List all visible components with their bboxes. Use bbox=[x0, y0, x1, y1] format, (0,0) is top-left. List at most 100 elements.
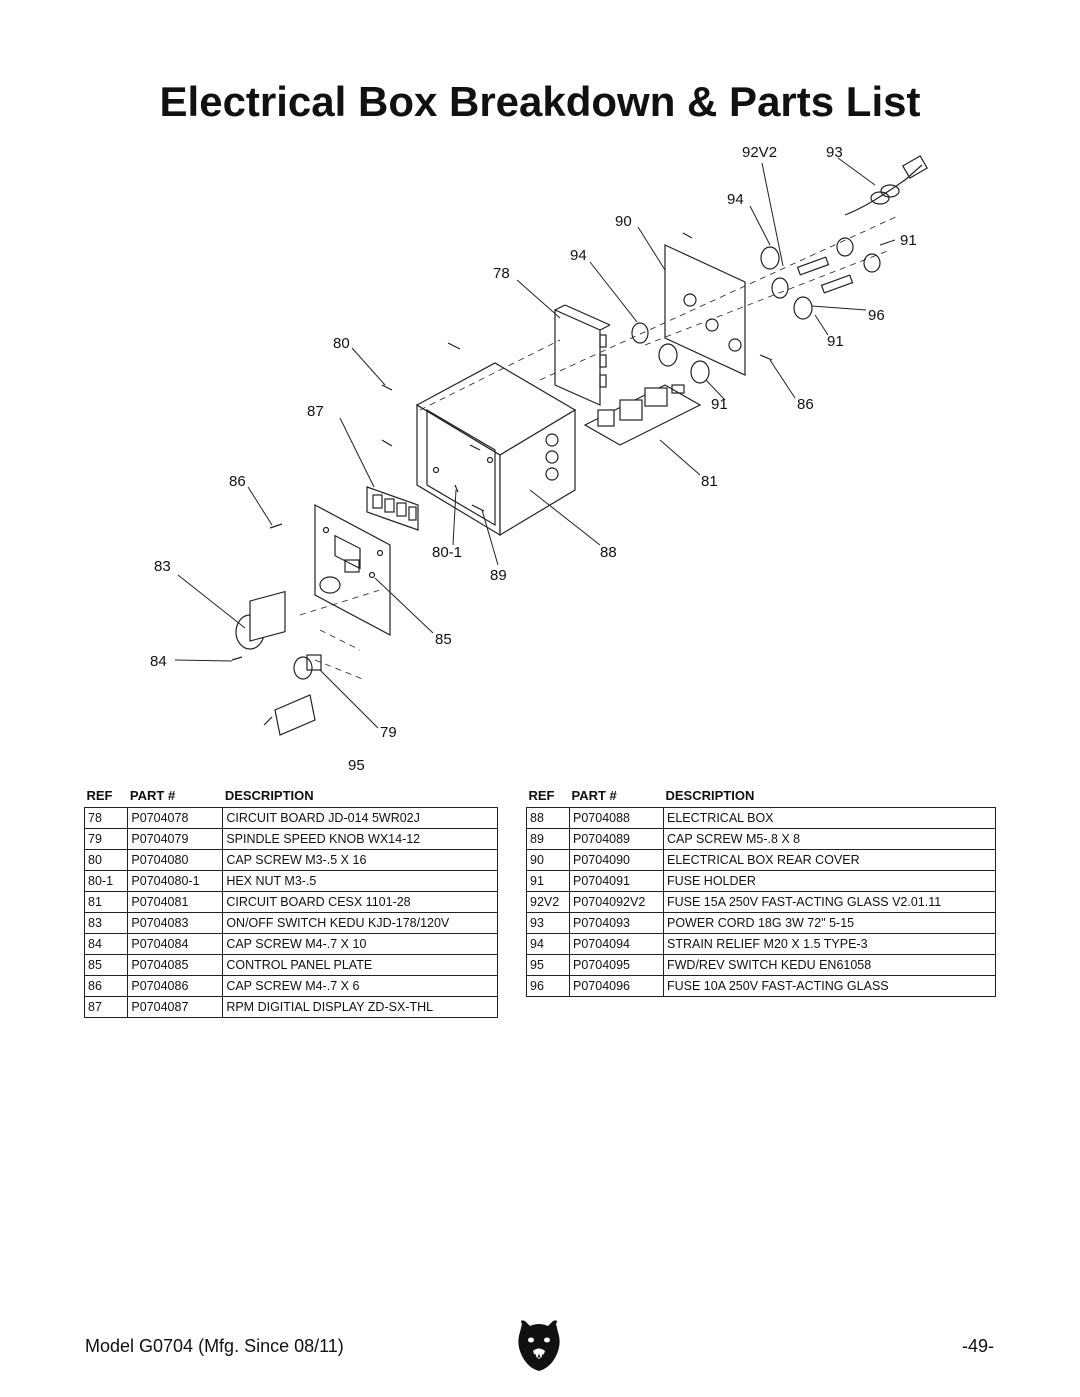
part-ref: 80 bbox=[83, 849, 129, 871]
part-description: CAP SCREW M5-.8 X 8 bbox=[663, 828, 996, 850]
part-number: P0704093 bbox=[569, 912, 664, 934]
part-number: P0704085 bbox=[127, 954, 224, 976]
part-description: CAP SCREW M4-.7 X 10 bbox=[222, 933, 498, 955]
part-ref: 80-1 bbox=[83, 870, 129, 892]
header-description: DESCRIPTION bbox=[224, 788, 314, 803]
part-description: FUSE 15A 250V FAST-ACTING GLASS V2.01.11 bbox=[663, 891, 996, 913]
part-description: ON/OFF SWITCH KEDU KJD-178/120V bbox=[222, 912, 498, 934]
fwd-rev-switch bbox=[263, 694, 316, 736]
header-ref: REF bbox=[86, 788, 113, 803]
callout: 87 bbox=[307, 403, 324, 420]
part-description: SPINDLE SPEED KNOB WX14-12 bbox=[222, 828, 498, 850]
part-ref: 88 bbox=[526, 807, 570, 829]
part-description: CIRCUIT BOARD CESX 1101-28 bbox=[222, 891, 498, 913]
callout: 86 bbox=[229, 473, 246, 490]
fuse-92v2 bbox=[771, 277, 789, 299]
part-description: RPM DIGITIAL DISPLAY ZD-SX-THL bbox=[222, 996, 498, 1018]
part-description: STRAIN RELIEF M20 X 1.5 TYPE-3 bbox=[663, 933, 996, 955]
callout: 80 bbox=[333, 335, 350, 352]
part-description: FWD/REV SWITCH KEDU EN61058 bbox=[663, 954, 996, 976]
callout: 91 bbox=[711, 396, 728, 413]
fuse-holder-91c bbox=[836, 237, 854, 257]
callout: 86 bbox=[797, 396, 814, 413]
callout: 79 bbox=[380, 724, 397, 741]
part-description: FUSE 10A 250V FAST-ACTING GLASS bbox=[663, 975, 996, 997]
control-panel-plate bbox=[314, 504, 391, 636]
part-number: P0704088 bbox=[569, 807, 664, 829]
part-number: P0704080-1 bbox=[127, 870, 224, 892]
part-description: CIRCUIT BOARD JD-014 5WR02J bbox=[222, 807, 498, 829]
part-number: P0704079 bbox=[127, 828, 224, 850]
part-number: P0704080 bbox=[127, 849, 224, 871]
fuse-holder-91a bbox=[658, 343, 678, 367]
header-part: PART # bbox=[571, 788, 617, 803]
part-description: POWER CORD 18G 3W 72" 5-15 bbox=[663, 912, 996, 934]
part-ref: 92V2 bbox=[526, 891, 570, 913]
part-number: P0704090 bbox=[569, 849, 664, 871]
callout: 89 bbox=[490, 567, 507, 584]
part-description: CAP SCREW M3-.5 X 16 bbox=[222, 849, 498, 871]
exploded-diagram: 92V2 93 94 90 91 94 78 96 80 91 91 86 87… bbox=[150, 144, 928, 774]
speed-switch bbox=[235, 576, 341, 650]
part-number: P0704087 bbox=[127, 996, 224, 1018]
part-ref: 83 bbox=[83, 912, 129, 934]
header-description: DESCRIPTION bbox=[665, 788, 755, 803]
callout: 91 bbox=[900, 232, 917, 249]
callout: 83 bbox=[154, 558, 171, 575]
callout: 84 bbox=[150, 653, 167, 670]
part-description: FUSE HOLDER bbox=[663, 870, 996, 892]
part-ref: 84 bbox=[83, 933, 129, 955]
callout: 78 bbox=[493, 265, 510, 282]
callout: 88 bbox=[600, 544, 617, 561]
part-description: HEX NUT M3-.5 bbox=[222, 870, 498, 892]
part-number: P0704096 bbox=[569, 975, 664, 997]
callout: 94 bbox=[570, 247, 587, 264]
circuit-board-78 bbox=[554, 304, 611, 406]
part-ref: 91 bbox=[526, 870, 570, 892]
power-cord bbox=[844, 164, 923, 216]
part-ref: 90 bbox=[526, 849, 570, 871]
part-description: CAP SCREW M4-.7 X 6 bbox=[222, 975, 498, 997]
rpm-display bbox=[366, 486, 419, 531]
part-ref: 81 bbox=[83, 891, 129, 913]
footer-model: Model G0704 (Mfg. Since 08/11) bbox=[85, 1336, 344, 1356]
callout: 93 bbox=[826, 144, 843, 161]
part-ref: 86 bbox=[83, 975, 129, 997]
part-ref: 96 bbox=[526, 975, 570, 997]
fuse-holder-91d bbox=[863, 253, 881, 273]
callout: 95 bbox=[348, 757, 365, 774]
part-ref: 78 bbox=[83, 807, 129, 829]
part-description: ELECTRICAL BOX bbox=[663, 807, 996, 829]
callout: 96 bbox=[868, 307, 885, 324]
part-number: P0704086 bbox=[127, 975, 224, 997]
callout: 91 bbox=[827, 333, 844, 350]
spindle-knob bbox=[293, 654, 322, 680]
fuse-holder-91b bbox=[690, 360, 710, 384]
part-ref: 95 bbox=[526, 954, 570, 976]
part-ref: 85 bbox=[83, 954, 129, 976]
part-ref: 79 bbox=[83, 828, 129, 850]
strain-relief-94b bbox=[760, 246, 780, 270]
part-number: P0704095 bbox=[569, 954, 664, 976]
callout: 92V2 bbox=[742, 144, 777, 161]
part-number: P0704092V2 bbox=[569, 891, 664, 913]
part-number: P0704083 bbox=[127, 912, 224, 934]
page-number: -49- bbox=[961, 1336, 994, 1356]
fuse-96 bbox=[793, 296, 813, 320]
part-description: CONTROL PANEL PLATE bbox=[222, 954, 498, 976]
